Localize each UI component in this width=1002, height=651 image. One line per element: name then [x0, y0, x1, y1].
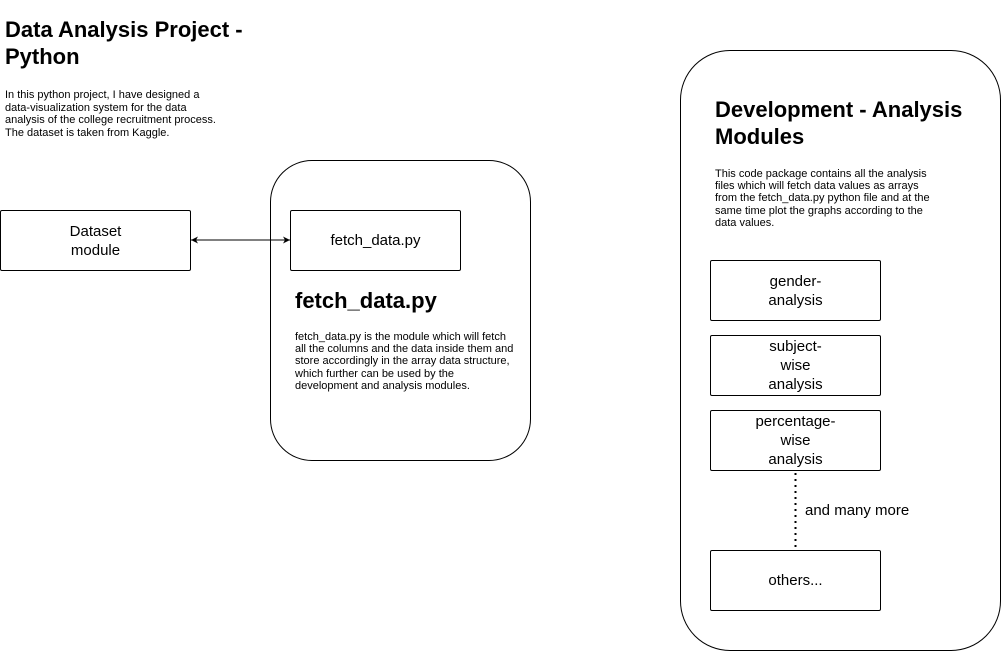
others-node: others...: [710, 550, 881, 611]
percentage-wise-analysis-node: percentage- wise analysis: [710, 410, 881, 471]
dataset-node-label-line1: Dataset: [69, 222, 122, 240]
development-description: This code package contains all the analy…: [715, 168, 930, 229]
fetch-data-node-label: fetch_data.py: [330, 232, 421, 249]
module-label-line1: percentage-: [755, 413, 836, 430]
page-description: In this python project, I have designed …: [5, 89, 216, 139]
dataset-node-label-line2: module: [70, 241, 121, 259]
module-label-line1: gender-: [769, 272, 822, 290]
module-label-line2: analysis: [768, 291, 823, 309]
page-title: Data Analysis Project - Python: [5, 17, 243, 69]
module-label-line2: wise: [780, 357, 811, 374]
and-many-more-label: and many more: [805, 502, 910, 519]
others-node-label: others...: [768, 572, 823, 589]
fetch-data-description: fetch_data.py is the module which will f…: [295, 331, 514, 392]
module-label-line1: subject-: [769, 338, 822, 355]
fetch-data-node: fetch_data.py: [290, 210, 461, 271]
fetch-data-title: fetch_data.py: [295, 288, 437, 313]
dataset-module-node: Dataset module: [0, 210, 191, 271]
subject-wise-analysis-node: subject- wise analysis: [710, 335, 881, 396]
module-label-line3: analysis: [768, 376, 823, 393]
module-label-line3: analysis: [768, 451, 823, 468]
gender-analysis-node: gender- analysis: [710, 260, 881, 321]
module-label-line2: wise: [780, 432, 811, 449]
development-title: Development - Analysis Modules: [715, 97, 963, 149]
